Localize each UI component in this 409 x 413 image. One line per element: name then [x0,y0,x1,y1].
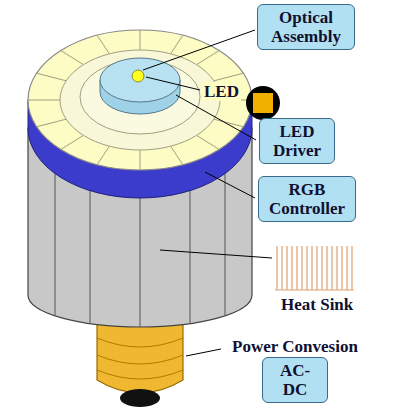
callout-box: Optical Assembly [257,4,355,50]
heat-sink-icon [275,246,354,290]
top-face [28,30,252,170]
callout-text: RGB Controller [264,180,350,218]
part-label: Heat Sink [279,295,355,314]
callout-text: Optical Assembly [263,8,349,46]
part-label: LED [202,82,241,101]
callout-box: LED Driver [259,118,335,164]
callout-heading: Power Convesion [232,337,358,356]
callout-box: Power ConvesionAC-DC [262,357,328,403]
callout-text: LED Driver [265,122,329,160]
leader-lines [143,30,272,356]
optical-cylinder [100,58,180,114]
face-segments [28,30,252,170]
led-icon [246,86,280,120]
callout-box: RGB Controller [258,176,356,222]
callout-text: AC-DC [268,361,322,399]
